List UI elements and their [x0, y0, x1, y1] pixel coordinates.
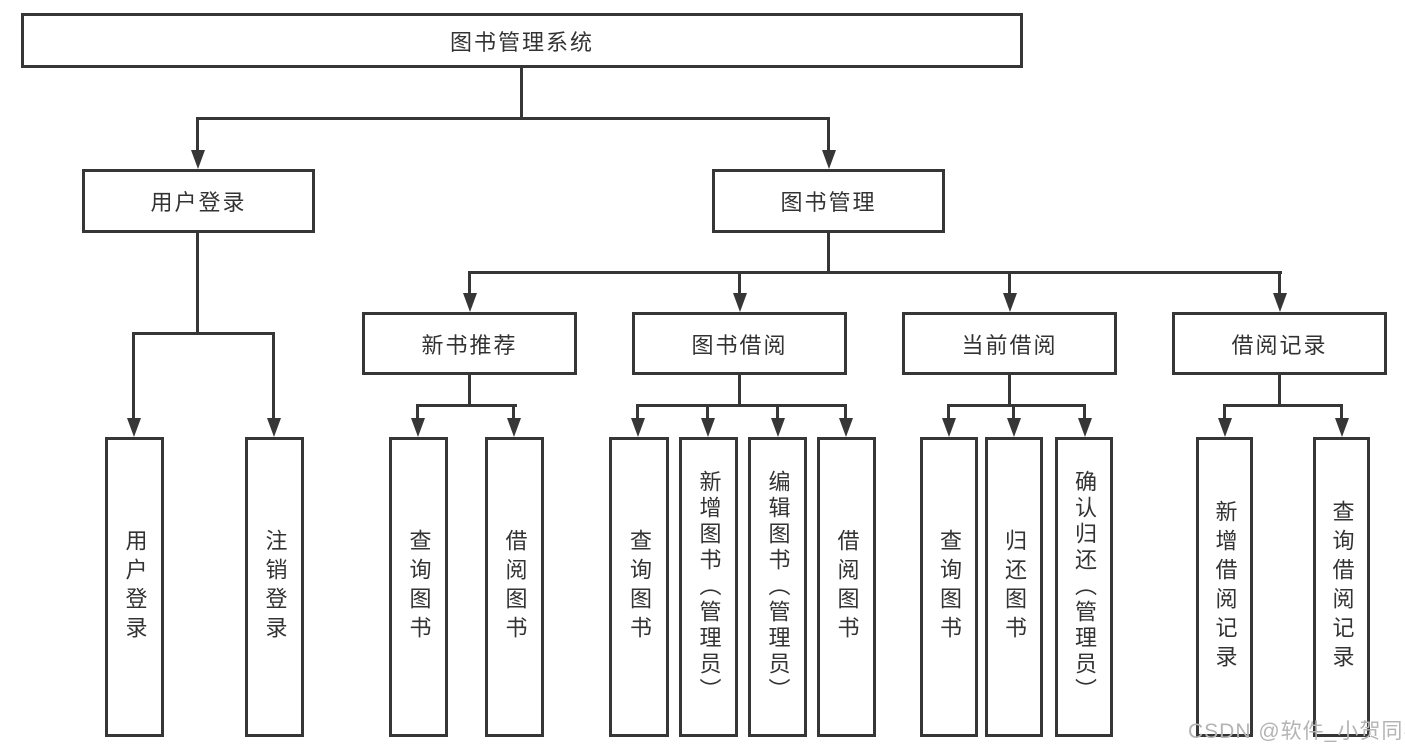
connector-drop-rec-borrow	[512, 404, 515, 419]
arrowhead-br-query	[1335, 418, 1349, 437]
node-leaf-logout: 注销登录	[245, 437, 304, 737]
connector-drop-bb-edit	[776, 404, 779, 419]
node-leaf-rec-borrow-book: 借阅图书	[485, 437, 544, 737]
arrowhead-user-login	[191, 150, 205, 169]
node-leaf-add-borrow-record: 新增借阅记录	[1196, 437, 1253, 737]
node-leaf-user-login-label: 用户登录	[122, 529, 148, 645]
node-book-mgmt: 图书管理	[712, 169, 945, 233]
arrowhead-book-mgmt	[822, 150, 836, 169]
connector-drop-cb-query	[947, 404, 950, 419]
node-leaf-logout-label: 注销登录	[262, 529, 288, 645]
arrowhead-cb-confirm	[1078, 418, 1092, 437]
connector-rail-current-borrow	[947, 404, 1086, 407]
connector-drop-bb-borrow	[844, 404, 847, 419]
node-borrow-record: 借阅记录	[1172, 312, 1387, 375]
arrowhead-br-add	[1218, 418, 1232, 437]
connector-stem-book-mgmt	[827, 233, 830, 274]
connector-drop-br-add	[1223, 404, 1226, 419]
connector-rail-user-login	[132, 332, 275, 335]
connector-stem-current-borrow	[1008, 375, 1011, 407]
node-leaf-query-borrow-record: 查询借阅记录	[1313, 437, 1370, 737]
arrowhead-borrow-record	[1273, 293, 1287, 312]
connector-stem-user-login	[196, 233, 199, 335]
connector-stem-borrow-record	[1278, 375, 1281, 407]
arrowhead-login-leaf	[127, 418, 141, 437]
node-leaf-rec-borrow-book-label: 借阅图书	[502, 529, 528, 645]
node-leaf-confirm-return-admin: 确认归还（管理员）	[1055, 437, 1113, 737]
connector-drop-bb-add	[706, 404, 709, 419]
arrowhead-bb-borrow	[839, 418, 853, 437]
node-leaf-query-borrow-record-label: 查询借阅记录	[1329, 500, 1355, 674]
connector-drop-current-borrow	[1008, 271, 1011, 294]
connector-stem-new-book-rec	[468, 375, 471, 407]
connector-stem-book-borrow	[738, 375, 741, 407]
connector-stem-root	[520, 68, 523, 117]
arrowhead-bb-add	[701, 418, 715, 437]
connector-drop-bb-query	[636, 404, 639, 419]
node-leaf-bb-query-book: 查询图书	[609, 437, 669, 737]
node-leaf-add-borrow-record-label: 新增借阅记录	[1212, 500, 1238, 674]
node-leaf-edit-book-admin-label: 编辑图书（管理员）	[765, 470, 791, 704]
node-leaf-return-book-label: 归还图书	[1002, 529, 1027, 645]
node-book-borrow: 图书借阅	[632, 312, 847, 375]
node-leaf-return-book: 归还图书	[985, 437, 1043, 737]
arrowhead-current-borrow	[1003, 293, 1017, 312]
connector-drop-new-book-rec	[468, 271, 471, 294]
node-leaf-rec-query-book: 查询图书	[389, 437, 448, 737]
connector-drop-logout-leaf	[272, 332, 275, 418]
node-leaf-bb-borrow-book-label: 借阅图书	[834, 529, 860, 645]
node-leaf-confirm-return-admin-label: 确认归还（管理员）	[1072, 470, 1097, 704]
node-leaf-user-login: 用户登录	[105, 437, 164, 737]
node-leaf-cb-query-book: 查询图书	[920, 437, 978, 737]
connector-rail-level1	[196, 117, 830, 120]
connector-drop-book-borrow	[738, 271, 741, 294]
connector-rail-book-mgmt	[468, 271, 1282, 274]
node-new-book-rec: 新书推荐	[362, 312, 577, 375]
arrowhead-logout-leaf	[267, 418, 281, 437]
connector-rail-book-borrow	[636, 404, 847, 407]
node-borrow-record-label: 借阅记录	[1231, 332, 1328, 358]
connector-rail-new-book-rec	[416, 404, 517, 407]
node-current-borrow-label: 当前借阅	[961, 332, 1058, 358]
node-current-borrow: 当前借阅	[902, 312, 1117, 375]
node-leaf-bb-borrow-book: 借阅图书	[817, 437, 876, 737]
arrowhead-bb-edit	[771, 418, 785, 437]
connector-drop-login-leaf	[132, 332, 135, 418]
node-root-label: 图书管理系统	[449, 29, 594, 55]
node-new-book-rec-label: 新书推荐	[421, 332, 518, 358]
node-root: 图书管理系统	[21, 13, 1023, 68]
arrowhead-bb-query	[631, 418, 645, 437]
node-leaf-rec-query-book-label: 查询图书	[406, 529, 432, 645]
connector-drop-cb-confirm	[1083, 404, 1086, 419]
node-leaf-add-book-admin: 新增图书（管理员）	[679, 437, 738, 737]
connector-drop-rec-query	[416, 404, 419, 419]
csdn-watermark: CSDN @软件_小贺同学	[1188, 720, 1405, 743]
connector-drop-cb-return	[1012, 404, 1015, 419]
node-user-login: 用户登录	[82, 169, 315, 233]
arrowhead-rec-borrow	[507, 418, 521, 437]
node-leaf-edit-book-admin: 编辑图书（管理员）	[748, 437, 807, 737]
arrowhead-new-book-rec	[463, 293, 477, 312]
arrowhead-rec-query	[411, 418, 425, 437]
node-leaf-cb-query-book-label: 查询图书	[937, 529, 962, 645]
node-leaf-bb-query-book-label: 查询图书	[627, 529, 652, 645]
node-user-login-label: 用户登录	[150, 190, 247, 215]
connector-drop-user-login	[196, 117, 199, 153]
node-book-borrow-label: 图书借阅	[691, 332, 788, 358]
connector-drop-borrow-record	[1278, 271, 1281, 294]
node-leaf-add-book-admin-label: 新增图书（管理员）	[696, 470, 722, 704]
arrowhead-cb-query	[942, 418, 956, 437]
connector-drop-br-query	[1340, 404, 1343, 419]
arrowhead-cb-return	[1007, 418, 1021, 437]
node-book-mgmt-label: 图书管理	[780, 190, 877, 215]
connector-drop-book-mgmt	[827, 117, 830, 153]
connector-rail-borrow-record	[1223, 404, 1343, 407]
arrowhead-book-borrow	[733, 293, 747, 312]
